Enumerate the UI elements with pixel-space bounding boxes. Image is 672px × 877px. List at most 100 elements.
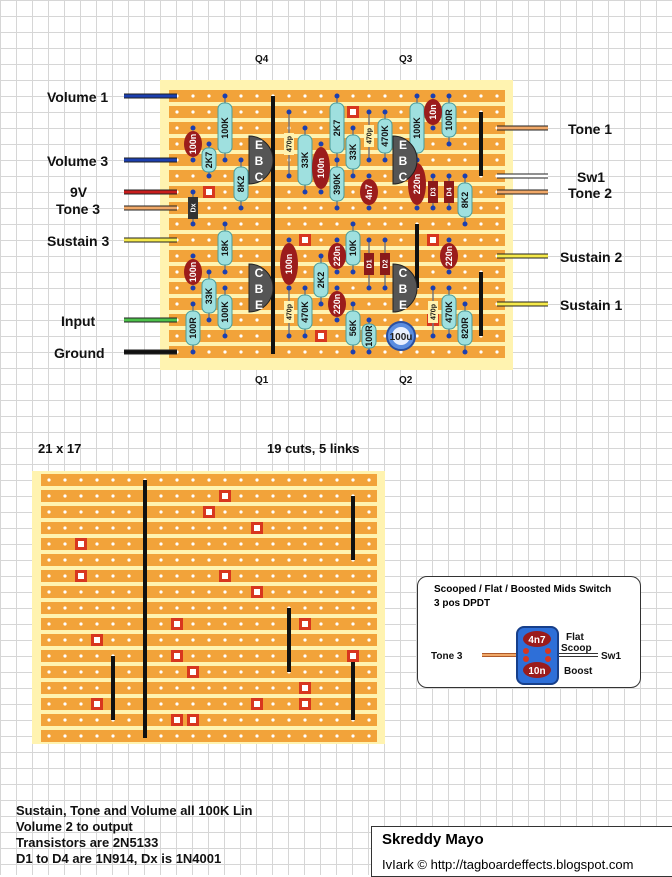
hole xyxy=(255,718,259,722)
track-cut-hole xyxy=(174,653,180,659)
hole xyxy=(175,302,179,306)
hole xyxy=(95,510,99,514)
hole xyxy=(479,94,483,98)
hole xyxy=(159,638,163,642)
hole xyxy=(351,94,355,98)
resistor xyxy=(441,102,457,138)
capacitor xyxy=(328,291,346,317)
hole xyxy=(191,526,195,530)
solder-point xyxy=(446,285,452,291)
hole xyxy=(335,702,339,706)
hole xyxy=(127,558,131,562)
hole xyxy=(271,526,275,530)
hole xyxy=(351,590,355,594)
hole xyxy=(239,574,243,578)
resistor-value: 33K xyxy=(348,143,358,160)
resistor xyxy=(377,118,393,154)
hole xyxy=(495,94,499,98)
hole xyxy=(239,670,243,674)
capacitor-value: 10n xyxy=(428,104,438,120)
solder-point xyxy=(462,221,468,227)
hole xyxy=(447,350,451,354)
hole xyxy=(335,222,339,226)
hole xyxy=(415,334,419,338)
hole xyxy=(415,302,419,306)
switch-diagram: 4n7 10n Tone 3 Sw1 Flat Scoop Boost xyxy=(431,626,621,685)
switch-type: 3 pos DPDT xyxy=(434,598,491,609)
hole xyxy=(287,526,291,530)
switch-title: Scooped / Flat / Boosted Mids Switch xyxy=(434,584,612,595)
solder-point xyxy=(206,317,212,323)
resistor xyxy=(345,134,361,170)
hole xyxy=(47,654,51,658)
hole xyxy=(399,94,403,98)
small-component xyxy=(364,125,374,147)
hole xyxy=(351,606,355,610)
hole xyxy=(207,110,211,114)
component-value: 470p xyxy=(287,304,294,320)
hole xyxy=(223,686,227,690)
solder-point xyxy=(302,125,308,131)
cap-4n7 xyxy=(523,631,551,647)
hole xyxy=(79,734,83,738)
hole xyxy=(335,590,339,594)
track-cut-hole xyxy=(318,333,324,339)
hole xyxy=(79,478,83,482)
resistor-value: 2K7 xyxy=(204,152,214,169)
hole xyxy=(191,94,195,98)
hole xyxy=(95,526,99,530)
resistor xyxy=(345,310,361,346)
hole xyxy=(399,318,403,322)
hole xyxy=(207,606,211,610)
resistor-value: 10K xyxy=(348,239,358,256)
hole xyxy=(95,670,99,674)
hole xyxy=(223,654,227,658)
hole xyxy=(479,350,483,354)
hole xyxy=(63,542,67,546)
solder-point xyxy=(382,237,388,243)
hole xyxy=(351,734,355,738)
hole xyxy=(383,174,387,178)
hole xyxy=(207,94,211,98)
hole xyxy=(335,526,339,530)
small-component xyxy=(444,181,454,203)
hole xyxy=(287,478,291,482)
hole xyxy=(431,158,435,162)
track-cut-hole xyxy=(254,701,260,707)
resistor-value: 33K xyxy=(204,287,214,304)
hole xyxy=(47,702,51,706)
capacitor-value: 100n xyxy=(188,262,198,283)
hole xyxy=(111,734,115,738)
resistor-value: 470K xyxy=(300,301,310,323)
capacitor xyxy=(424,99,442,125)
hole xyxy=(79,590,83,594)
resistor xyxy=(297,134,313,186)
hole xyxy=(255,494,259,498)
hole xyxy=(223,478,227,482)
cut-layout-board xyxy=(32,471,385,744)
hole xyxy=(223,638,227,642)
hole xyxy=(175,590,179,594)
hole xyxy=(159,494,163,498)
hole xyxy=(175,222,179,226)
hole xyxy=(95,718,99,722)
small-component xyxy=(284,301,294,323)
switch-sw1: Sw1 xyxy=(601,651,621,662)
hole xyxy=(159,622,163,626)
hole xyxy=(79,638,83,642)
resistor xyxy=(217,102,233,154)
hole xyxy=(207,574,211,578)
track-cuts xyxy=(203,106,439,342)
hole xyxy=(367,574,371,578)
solder-point xyxy=(222,157,228,163)
solder-point xyxy=(286,285,292,291)
transistor xyxy=(392,263,418,313)
hole xyxy=(175,558,179,562)
track-cut-hole xyxy=(350,653,356,659)
hole xyxy=(111,542,115,546)
hole xyxy=(95,542,99,546)
resistor-value: 100R xyxy=(188,317,198,339)
transistor-pin: E xyxy=(399,138,407,152)
hole xyxy=(127,622,131,626)
